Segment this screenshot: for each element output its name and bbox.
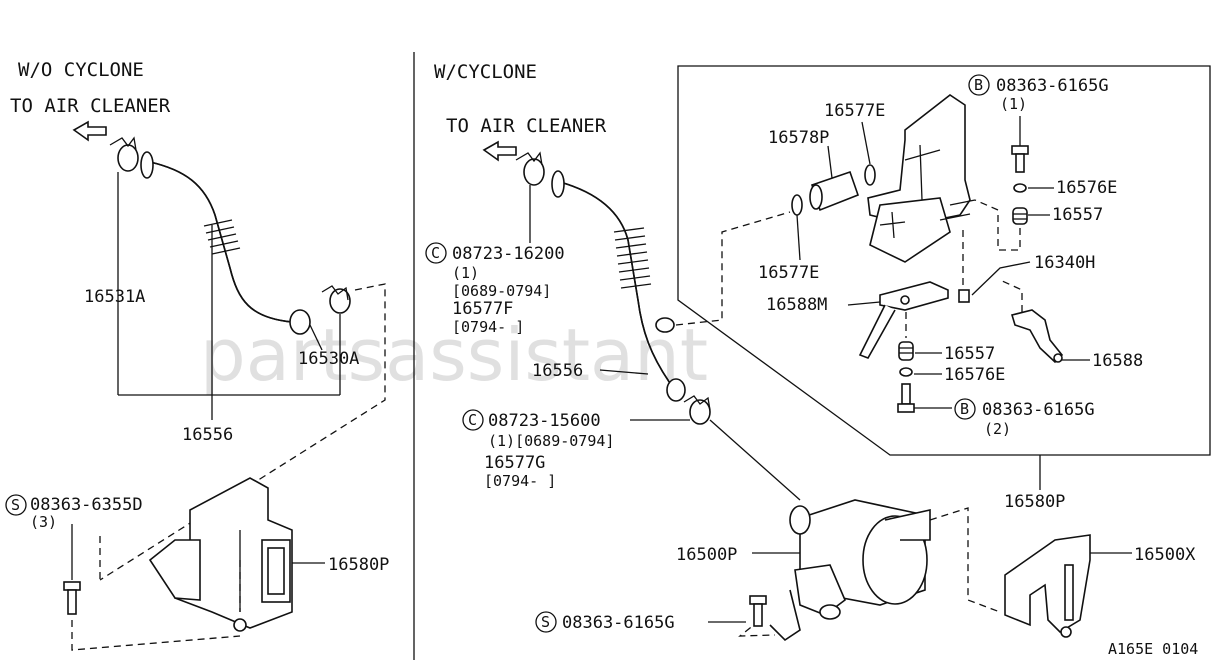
left-hose-16556 bbox=[140, 151, 311, 335]
left-label-bolt: 08363-6355D bbox=[30, 495, 143, 515]
inset-label-16588: 16588 bbox=[1092, 351, 1143, 371]
inset-b2-prefix: B bbox=[960, 400, 969, 418]
right-label-c1-alt: 16577F bbox=[452, 299, 513, 319]
right-label-16580p: 16580P bbox=[1004, 492, 1065, 512]
right-label-c1-range: [0689-0794] bbox=[452, 282, 551, 300]
inset-label-b2-part: 08363-6165G bbox=[982, 400, 1095, 420]
right-c1-circle bbox=[425, 242, 447, 264]
inset-washer-top bbox=[1013, 183, 1027, 193]
inset-grommet-bottom bbox=[898, 341, 914, 361]
inset-bolt-bottom-icon bbox=[897, 383, 915, 413]
inset-b2-circle bbox=[954, 398, 976, 420]
diagram-code: A165E 0104 bbox=[1108, 640, 1198, 658]
inset-frame bbox=[677, 65, 1211, 456]
right-c2-circle bbox=[462, 409, 484, 431]
inset-ring-16577e-top bbox=[864, 164, 876, 186]
left-label-bolt-qty: (3) bbox=[30, 513, 57, 531]
right-s-prefix: S bbox=[541, 613, 550, 631]
right-label-s-part: 08363-6165G bbox=[562, 613, 675, 633]
inset-label-16557-bottom: 16557 bbox=[944, 344, 995, 364]
right-label-c2-alt-range: [0794- ] bbox=[484, 472, 556, 490]
right-bolt-icon bbox=[749, 595, 767, 627]
right-label-c1-part: 08723-16200 bbox=[452, 244, 565, 264]
left-air-arrow-icon bbox=[72, 120, 107, 142]
right-c1-prefix: C bbox=[431, 244, 440, 262]
right-label-c1-qty: (1) bbox=[452, 264, 479, 282]
inset-b1-circle bbox=[968, 74, 990, 96]
left-bolt-icon bbox=[63, 581, 81, 615]
left-label-16556: 16556 bbox=[182, 425, 233, 445]
inset-duct-16578p bbox=[809, 170, 860, 212]
right-air-cleaner-label: TO AIR CLEANER bbox=[446, 115, 607, 137]
right-label-c2-qty-range: (1)[0689-0794] bbox=[488, 432, 614, 450]
inset-ring-16577e-bottom bbox=[791, 194, 803, 216]
inset-label-16578p: 16578P bbox=[768, 128, 829, 148]
left-s-prefix: S bbox=[11, 496, 20, 514]
left-label-16531a: 16531A bbox=[84, 287, 145, 307]
bracket-16500x bbox=[1004, 534, 1091, 638]
left-s-circle bbox=[5, 494, 27, 516]
inset-label-16557-top: 16557 bbox=[1052, 205, 1103, 225]
inset-washer-bottom bbox=[899, 367, 913, 377]
inset-bracket-16588m bbox=[858, 281, 949, 359]
right-label-16500x: 16500X bbox=[1134, 545, 1196, 565]
right-c2-prefix: C bbox=[468, 411, 477, 429]
left-label-16580p: 16580P bbox=[328, 555, 389, 575]
right-clamp-top bbox=[515, 151, 545, 186]
left-air-cleaner-16580p bbox=[148, 477, 293, 632]
inset-label-16340h: 16340H bbox=[1034, 253, 1095, 273]
inset-label-b1-part: 08363-6165G bbox=[996, 76, 1109, 96]
watermark: partsassistant bbox=[200, 313, 708, 397]
inset-bracket-16588 bbox=[1010, 309, 1064, 364]
inset-grommet-top bbox=[1012, 207, 1028, 225]
inset-label-16577e-bottom: 16577E bbox=[758, 263, 819, 283]
cyclone-16500p bbox=[769, 499, 931, 642]
inset-label-16576e-top: 16576E bbox=[1056, 178, 1117, 198]
right-label-c1-alt-range: [0794- ] bbox=[452, 318, 524, 336]
inset-label-b1-qty: (1) bbox=[1000, 95, 1027, 113]
inset-b1-prefix: B bbox=[974, 76, 983, 94]
right-air-arrow-icon bbox=[482, 140, 517, 162]
left-label-16530a: 16530A bbox=[298, 349, 359, 369]
inset-label-16577e-top: 16577E bbox=[824, 101, 885, 121]
inset-stud-16340h bbox=[958, 289, 970, 303]
right-label-16556: 16556 bbox=[532, 361, 583, 381]
inset-label-16588m: 16588M bbox=[766, 295, 827, 315]
left-clamp-top bbox=[109, 136, 139, 172]
right-clamp-bottom bbox=[683, 395, 711, 425]
right-label-c2-alt: 16577G bbox=[484, 453, 545, 473]
right-hose-16556 bbox=[551, 170, 686, 402]
right-heading: W/CYCLONE bbox=[434, 61, 537, 83]
right-label-16500p: 16500P bbox=[676, 545, 737, 565]
inset-bolt-top-icon bbox=[1011, 145, 1029, 173]
left-clamp-bottom bbox=[321, 285, 351, 314]
right-label-c2-part: 08723-15600 bbox=[488, 411, 601, 431]
inset-label-16576e-bottom: 16576E bbox=[944, 365, 1005, 385]
right-s-circle bbox=[535, 611, 557, 633]
inset-label-b2-qty: (2) bbox=[984, 420, 1011, 438]
inset-cyclone-body bbox=[867, 94, 976, 263]
left-heading: W/O CYCLONE bbox=[18, 59, 144, 81]
left-air-cleaner-label: TO AIR CLEANER bbox=[10, 95, 171, 117]
